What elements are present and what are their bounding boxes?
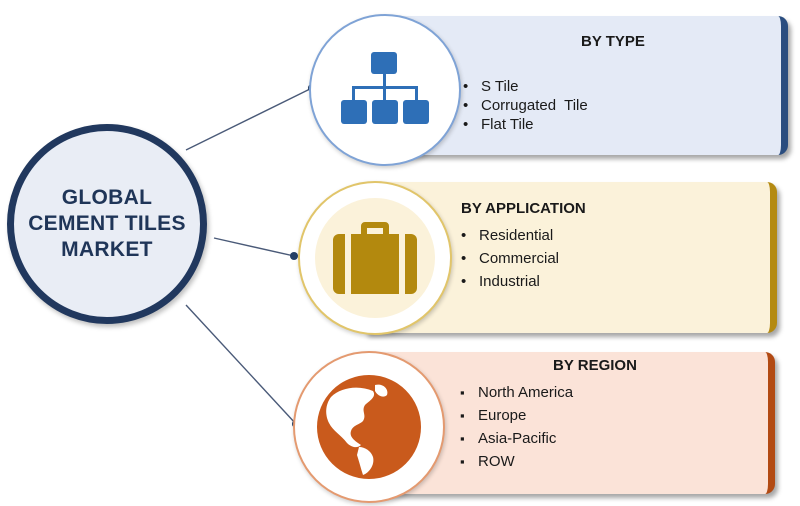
list-item: S Tile [463,77,588,96]
list-item: Commercial [461,247,559,270]
hub-title: GLOBAL CEMENT TILES MARKET [28,186,186,261]
central-hub: GLOBAL CEMENT TILES MARKET [7,124,207,324]
connector-type [185,87,313,151]
list-item: Residential [461,224,559,247]
list-item: Asia-Pacific [460,427,573,450]
connector-dot-application [290,252,298,260]
type-panel-title: BY TYPE [581,33,645,50]
globe-icon [326,384,388,475]
application-panel-title: BY APPLICATION [461,200,586,217]
connector-application [213,237,295,257]
list-item: Industrial [461,270,559,293]
region-panel-title: BY REGION [553,357,637,374]
application-icon-circle [298,181,452,335]
type-icon-circle [309,14,461,166]
list-item: ROW [460,450,573,473]
list-item: Flat Tile [463,115,588,134]
region-icon-circle [293,351,445,503]
connector-region [185,304,297,425]
briefcase-icon [333,222,417,294]
type-item-list: S Tile Corrugated Tile Flat Tile [463,77,588,134]
region-item-list: North America Europe Asia-Pacific ROW [460,381,573,473]
application-item-list: Residential Commercial Industrial [461,224,559,293]
list-item: North America [460,381,573,404]
hierarchy-icon [341,52,429,124]
list-item: Europe [460,404,573,427]
list-item: Corrugated Tile [463,96,588,115]
